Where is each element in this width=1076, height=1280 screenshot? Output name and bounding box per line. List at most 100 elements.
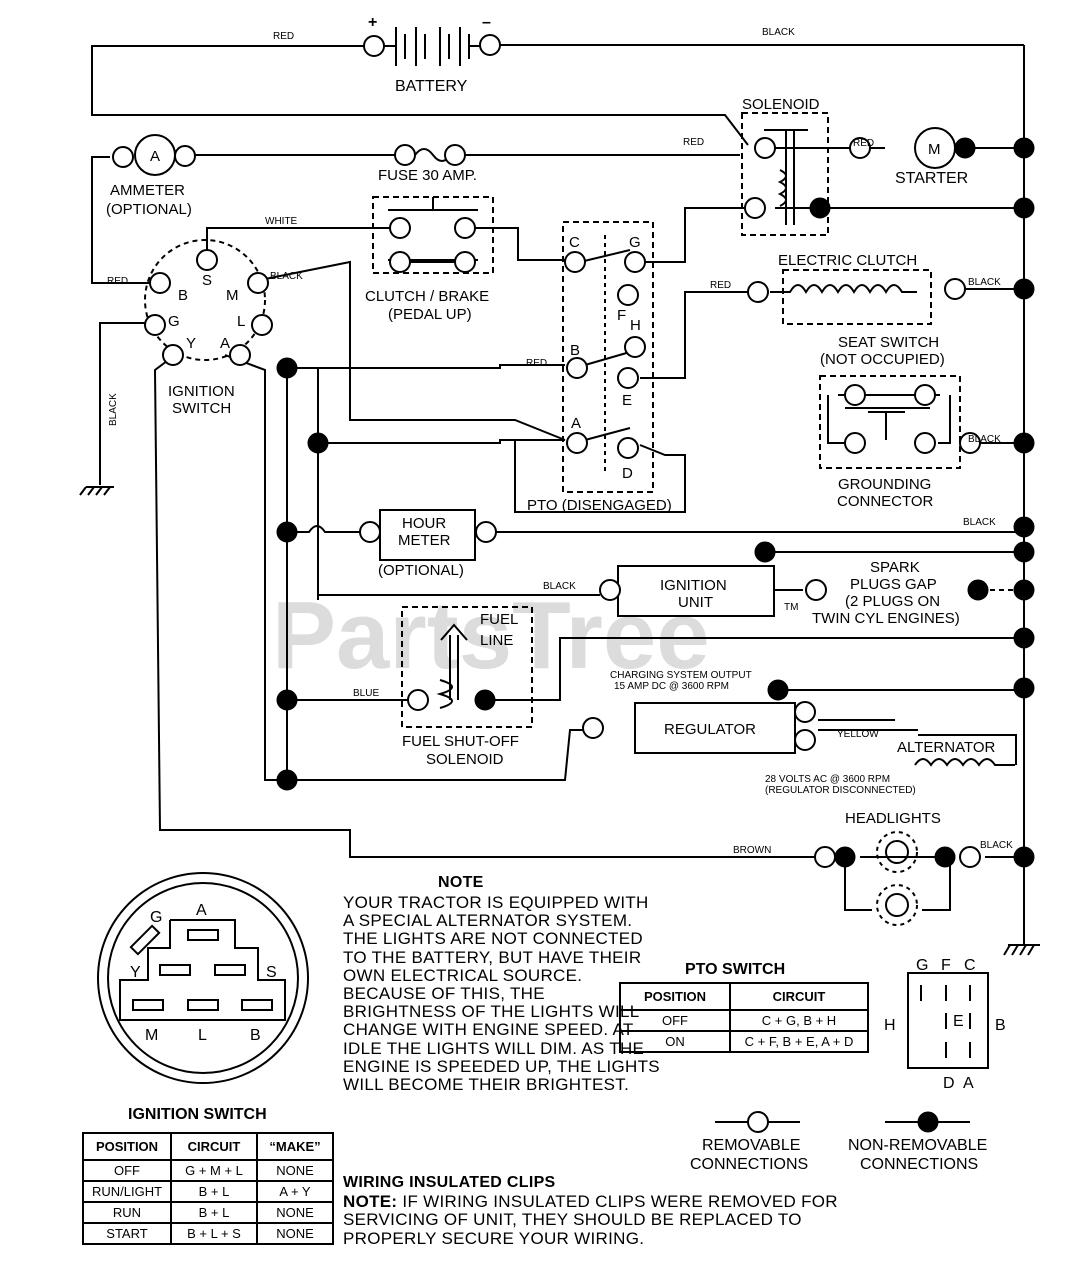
- starter-symbol: M: [928, 141, 941, 158]
- pto-term-d: D: [622, 465, 633, 482]
- battery-minus: –: [482, 14, 491, 31]
- ign-cell: RUN/LIGHT: [82, 1180, 172, 1203]
- clips-note-label: NOTE:: [343, 1191, 398, 1211]
- charging-label: CHARGING SYSTEM OUTPUT: [610, 670, 752, 681]
- pto-plug-a: A: [963, 1075, 974, 1092]
- watermark: PartsTree: [272, 582, 710, 689]
- alternator-note: NOTE YOUR TRACTOR IS EQUIPPED WITH A SPE…: [343, 874, 663, 1094]
- pto-table: POSITION CIRCUIT OFF C + G, B + H ON C +…: [619, 982, 869, 1053]
- wire-brown: BROWN: [733, 845, 771, 856]
- pto-cell: ON: [619, 1030, 731, 1053]
- grounding-label: GROUNDING: [838, 476, 931, 493]
- ign-cell: NONE: [256, 1222, 334, 1245]
- legend-removable: REMOVABLE: [702, 1137, 800, 1154]
- pto-plug-b: B: [995, 1017, 1006, 1034]
- pto-plug-g: G: [916, 957, 928, 974]
- wire-red-solenoid: RED: [683, 137, 704, 148]
- wire-black-battery: BLACK: [762, 27, 795, 38]
- wire-black-ground: BLACK: [108, 393, 119, 426]
- plug-a: A: [196, 902, 207, 919]
- wire-red-battery: RED: [273, 31, 294, 42]
- volts-label: 28 VOLTS AC @ 3600 RPM: [765, 774, 890, 785]
- plug-y: Y: [130, 964, 141, 981]
- alternator-label: ALTERNATOR: [897, 739, 996, 756]
- electric-clutch-label: ELECTRIC CLUTCH: [778, 252, 917, 269]
- ignition-unit-label2: UNIT: [678, 594, 713, 611]
- ignition-unit-label: IGNITION: [660, 577, 727, 594]
- watermark-tm: TM: [784, 602, 798, 613]
- wire-white: WHITE: [265, 216, 298, 227]
- pto-term-a: A: [571, 415, 581, 432]
- legend-nonremovable: NON-REMOVABLE: [848, 1137, 987, 1154]
- headlights-label: HEADLIGHTS: [845, 810, 941, 827]
- wire-black-ign-unit: BLACK: [543, 581, 576, 592]
- table-row: START B + L + S NONE: [82, 1222, 334, 1245]
- wire-red-ign: RED: [107, 276, 128, 287]
- ignition-table: POSITION CIRCUIT “MAKE” OFF G + M + L NO…: [82, 1132, 334, 1245]
- ign-cell: NONE: [256, 1201, 334, 1224]
- ignition-switch-label2: SWITCH: [172, 400, 231, 417]
- plug-s: S: [266, 964, 277, 981]
- ign-cell: B + L: [170, 1180, 258, 1203]
- legend-removable-2: CONNECTIONS: [690, 1156, 808, 1173]
- hour-meter-optional: (OPTIONAL): [378, 562, 464, 579]
- wire-red-pto: RED: [526, 358, 547, 369]
- pto-plug-c: C: [964, 957, 976, 974]
- table-row: RUN B + L NONE: [82, 1201, 334, 1224]
- pto-plug-d: D: [943, 1075, 955, 1092]
- fuse-label: FUSE 30 AMP.: [378, 167, 477, 184]
- pto-table-title: PTO SWITCH: [685, 961, 786, 978]
- wire-blue: BLUE: [353, 688, 379, 699]
- seat-switch-state: (NOT OCCUPIED): [820, 351, 945, 368]
- pto-term-h: H: [630, 317, 641, 334]
- table-row: OFF G + M + L NONE: [82, 1159, 334, 1182]
- ign-col-circuit: CIRCUIT: [170, 1132, 258, 1161]
- ign-term-m: M: [226, 287, 239, 304]
- table-row: RUN/LIGHT B + L A + Y: [82, 1180, 334, 1203]
- ign-cell: G + M + L: [170, 1159, 258, 1182]
- ign-term-s: S: [202, 272, 212, 289]
- wire-red-starter: RED: [853, 138, 874, 149]
- fuel-solenoid-label: FUEL SHUT-OFF: [402, 733, 519, 750]
- pto-plug-h: H: [884, 1017, 896, 1034]
- ign-cell: OFF: [82, 1159, 172, 1182]
- ign-cell: B + L: [170, 1201, 258, 1224]
- plug-m: M: [145, 1027, 158, 1044]
- pto-term-e: E: [622, 392, 632, 409]
- battery-plus: +: [368, 14, 377, 31]
- ammeter-label: AMMETER: [110, 182, 185, 199]
- volts-note: (REGULATOR DISCONNECTED): [765, 785, 916, 796]
- wire-red-clutch: RED: [710, 280, 731, 291]
- pto-term-b: B: [570, 342, 580, 359]
- wire-black-clutch: BLACK: [968, 277, 1001, 288]
- pto-term-g: G: [629, 234, 641, 251]
- plug-g: G: [150, 909, 162, 926]
- ignition-switch-label: IGNITION: [168, 383, 235, 400]
- ign-cell: START: [82, 1222, 172, 1245]
- spark-gap: PLUGS GAP: [850, 576, 937, 593]
- spark-label: SPARK: [870, 559, 920, 576]
- pto-plug-f: F: [941, 957, 951, 974]
- fuel-solenoid-label2: SOLENOID: [426, 751, 504, 768]
- charging-spec: 15 AMP DC @ 3600 RPM: [614, 681, 729, 692]
- wire-yellow: YELLOW: [837, 729, 879, 740]
- pto-col-position: POSITION: [619, 982, 731, 1011]
- legend-nonremovable-2: CONNECTIONS: [860, 1156, 978, 1173]
- pto-cell: C + F, B + E, A + D: [729, 1030, 869, 1053]
- pto-plug-e: E: [953, 1013, 964, 1030]
- regulator-label: REGULATOR: [664, 721, 756, 738]
- ignition-table-title: IGNITION SWITCH: [128, 1106, 267, 1123]
- ign-col-position: POSITION: [82, 1132, 172, 1161]
- clutch-brake-label: CLUTCH / BRAKE: [365, 288, 489, 305]
- wire-black-ign: BLACK: [270, 271, 303, 282]
- ign-term-y: Y: [186, 335, 196, 352]
- pto-col-circuit: CIRCUIT: [729, 982, 869, 1011]
- ign-term-b: B: [178, 287, 188, 304]
- clips-title: WIRING INSULATED CLIPS: [343, 1174, 556, 1191]
- ign-term-g: G: [168, 313, 180, 330]
- spark-plugs: (2 PLUGS ON: [845, 593, 940, 610]
- wire-black-hour: BLACK: [963, 517, 996, 528]
- seat-switch-label: SEAT SWITCH: [838, 334, 939, 351]
- plug-b: B: [250, 1027, 261, 1044]
